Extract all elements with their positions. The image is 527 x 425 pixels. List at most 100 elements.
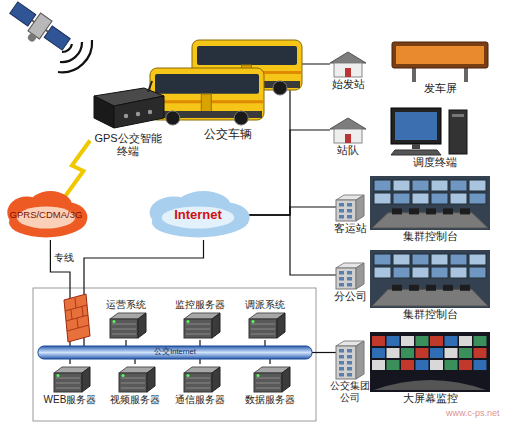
node-caption: GPS公交智能 终端 [92,132,164,157]
building-window [339,355,344,359]
room-screen [469,193,486,204]
server-front [184,319,212,338]
node-illustration [166,310,234,340]
room-screen [450,193,467,204]
bus-shape [150,68,264,125]
house-wall [334,63,362,77]
building-window [347,271,352,275]
node-caption: 公交Internet [154,348,195,357]
pc-icon [391,108,467,155]
wall-screen [459,336,472,346]
building-window [339,367,344,371]
bus-pipe [38,346,312,359]
network-line [269,359,270,364]
station-node: 始发站 [324,50,372,94]
watermark-text: www.c-ps.net [446,409,500,419]
room-screen [412,267,429,278]
building-side [356,263,364,289]
pc-tower [449,110,467,154]
cloudB-icon [150,191,250,238]
room-screen [374,180,391,191]
wall-background [370,332,490,392]
network-line [249,130,330,215]
satellite-icon [3,0,72,59]
server-slot [112,329,136,330]
wall-screen [387,360,400,370]
bldg-icon [336,263,364,289]
console-desk [374,380,486,390]
room-screen [431,180,448,191]
server-slot [56,383,80,384]
desk-monitor [443,285,453,291]
server-side [147,367,155,392]
room-screen [393,267,410,278]
network-line [312,352,336,353]
building-window [339,283,344,287]
node-illustration [101,364,169,394]
gps-terminal: GPS公交智能 终端 [88,80,168,164]
signal-wave [60,42,82,62]
sign-screen [396,46,484,64]
desk-monitor [443,208,453,214]
brick-line [82,306,83,316]
node-illustration [326,338,374,380]
room-background [370,176,490,230]
server-node: 通信服务器 [166,364,234,414]
cloud-lobe [9,208,83,238]
node-caption: 客运站 [334,222,367,235]
house-icon [330,118,366,143]
server-led [187,374,190,377]
server-front [254,373,282,392]
device-side [114,96,164,128]
building-window [347,361,352,365]
bus-wheel [273,81,287,95]
network-cloud: Internet [143,190,253,240]
room-screen [412,254,429,265]
node-caption: 站队 [337,144,359,157]
server-led [113,320,116,323]
house-wall [334,129,362,143]
building-window [347,203,352,207]
server-node: 数据服务器 [236,364,304,414]
server-side [212,367,220,392]
firewall-bricks [65,298,89,331]
network-line [125,340,126,346]
node-illustration [368,250,492,308]
node-caption: Internet [174,208,222,223]
server-slot [56,378,80,379]
node-illustration [368,176,492,230]
node-illustration [328,260,372,290]
node-caption: 运营系统 [106,299,146,311]
network-line [264,340,265,346]
device-port [148,110,152,114]
building-window [347,277,352,281]
building-window [347,209,352,213]
server-slot [256,388,280,389]
control-console: 集群控制台 [368,250,492,332]
building-window [339,203,344,207]
node-illustration [150,38,305,128]
wall-screen [401,360,414,370]
device-port [124,114,128,118]
node-caption: 大屏幕监控 [403,392,458,405]
server-slot [186,383,210,384]
wall-screen [416,336,429,346]
desk-monitor [460,208,470,214]
brick-line [75,298,76,308]
solar-panel [44,26,70,50]
house-door [345,134,351,143]
room-screen [393,180,410,191]
node-caption: 公交集团 公司 [328,380,372,403]
tower-icon [336,341,364,379]
room-screen [469,254,486,265]
network-line [249,207,336,215]
node-illustration [324,116,372,144]
wall-screen [401,336,414,346]
room-screen [412,180,429,191]
server-slot [251,334,275,335]
server-front [54,373,82,392]
desk-monitor [426,285,436,291]
wall-screen [430,336,443,346]
cloudR-icon [7,191,87,238]
